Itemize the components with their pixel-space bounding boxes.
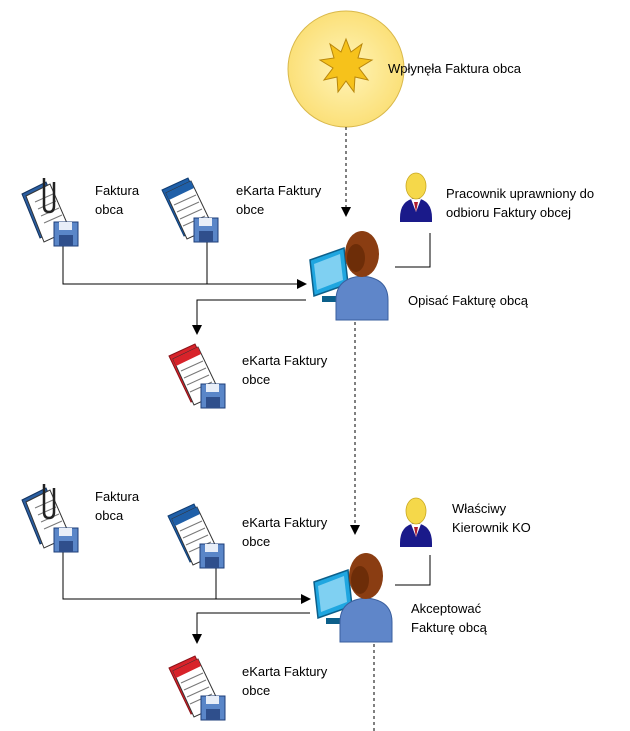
input-line-faktura-2	[62, 550, 311, 604]
ekarta-label: eKarta Faktury obce	[242, 515, 328, 549]
ekarta-output-document-icon	[168, 655, 226, 721]
faktura-obca-document-icon	[20, 176, 80, 248]
role-line-2	[395, 555, 431, 586]
activity-label: Akceptować Fakturę obcą	[411, 601, 487, 635]
role-line-1	[395, 233, 431, 268]
ekarta-document-icon	[161, 177, 219, 243]
worker-computer-icon	[313, 552, 393, 643]
worker-computer-icon	[309, 230, 389, 321]
ekarta-output-label: eKarta Faktury obce	[242, 664, 328, 698]
output-line-ekarta-2	[192, 612, 310, 644]
ekarta-output-document-icon	[168, 343, 226, 409]
ekarta-label: eKarta Faktury obce	[236, 183, 322, 217]
kierownik-person-icon	[399, 497, 433, 548]
role-label: Pracownik uprawniony do odbioru Faktury …	[446, 186, 595, 220]
role-label: Właściwy Kierownik KO	[452, 501, 531, 535]
input-line-faktura-1	[62, 245, 307, 289]
faktura-label: Faktura obca	[95, 183, 140, 217]
output-line-ekarta-1	[192, 299, 306, 335]
start-event-label: Wpłynęła Faktura obca	[388, 61, 521, 76]
pracownik-person-icon	[399, 172, 433, 223]
faktura-obca-document-icon	[20, 482, 80, 554]
ekarta-output-label: eKarta Faktury obce	[242, 353, 328, 387]
faktura-label: Faktura obca	[95, 489, 140, 523]
ekarta-document-icon	[167, 503, 225, 569]
start-event-star-icon	[318, 37, 374, 94]
activity-label: Opisać Fakturę obcą	[408, 293, 528, 308]
